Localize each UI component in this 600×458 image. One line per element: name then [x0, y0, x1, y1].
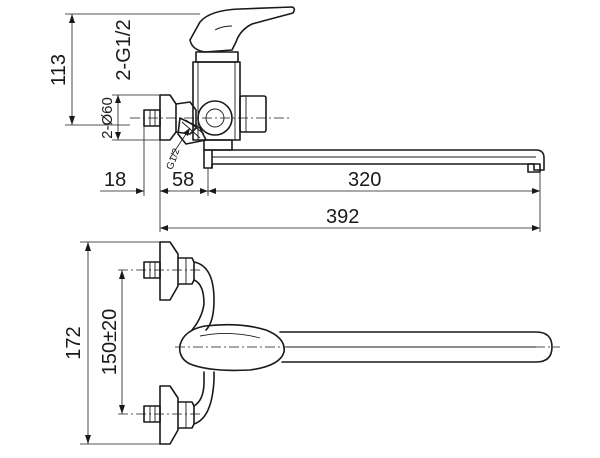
label-18: 18	[104, 169, 126, 191]
dimension-392: 392	[160, 206, 540, 231]
label-inlet-thread: 2-G1/2	[113, 19, 135, 80]
dimension-113: 113	[48, 13, 200, 126]
label-172: 172	[63, 326, 85, 359]
label-pipe-thread: G1/2	[165, 147, 183, 172]
dimension-150: 150±20	[99, 270, 125, 414]
label-392: 392	[326, 206, 359, 228]
side-view-faucet	[143, 6, 545, 173]
dimension-row-spout: 18 58 320	[100, 126, 541, 232]
label-113: 113	[48, 54, 70, 86]
label-150: 150±20	[99, 309, 121, 376]
dimension-172: 172	[63, 241, 160, 445]
dimension-flange-dia: 2-Ø60	[99, 94, 160, 141]
label-flange-dia: 2-Ø60	[99, 97, 116, 139]
label-58: 58	[172, 169, 194, 191]
front-view-faucet	[143, 241, 553, 445]
label-320: 320	[348, 169, 381, 191]
